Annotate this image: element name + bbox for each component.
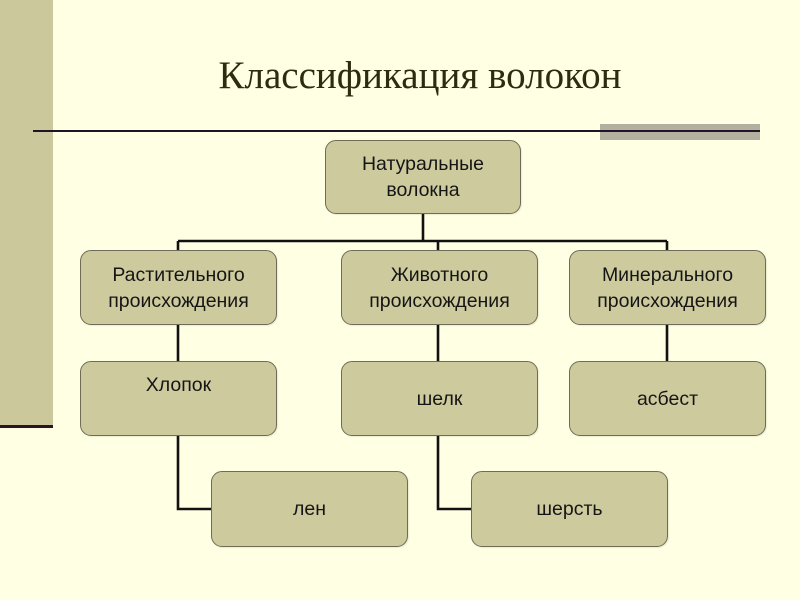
node-flax: лен — [211, 471, 408, 547]
node-text-line: волокна — [386, 179, 460, 201]
node-asbestos: асбест — [569, 361, 766, 436]
node-label: асбест — [636, 387, 699, 410]
node-text-line: Животного — [390, 263, 489, 286]
sidebar-underline — [0, 425, 53, 428]
node-text-line: Натуральные — [361, 153, 485, 175]
title-rule — [33, 130, 760, 132]
node-text-line: происхождения — [597, 289, 738, 312]
node-label: Хлопок — [145, 374, 212, 396]
node-text-line: Растительного — [112, 263, 245, 286]
node-animal-origin: Животного происхождения — [341, 250, 538, 325]
node-wool: шерсть — [471, 471, 668, 547]
node-cotton: Хлопок — [80, 361, 277, 436]
connector-silk-to-wool — [436, 435, 471, 511]
decorative-sidebar — [0, 0, 53, 425]
node-natural-fibers: Натуральные волокна — [325, 140, 521, 214]
connector-cotton-to-flax — [176, 435, 211, 511]
node-silk: шелк — [341, 361, 538, 436]
node-text-line: происхождения — [369, 289, 510, 312]
node-mineral-origin: Минерального происхождения — [569, 250, 766, 325]
node-plant-origin: Растительного происхождения — [80, 250, 277, 325]
node-label: шелк — [416, 387, 463, 410]
node-label: лен — [293, 498, 326, 520]
node-text-line: Минерального — [601, 263, 734, 286]
node-text-line: происхождения — [108, 289, 249, 312]
slide-title: Классификация волокон — [218, 54, 622, 97]
title-rule-accent — [600, 124, 760, 140]
node-label: шерсть — [536, 498, 603, 520]
